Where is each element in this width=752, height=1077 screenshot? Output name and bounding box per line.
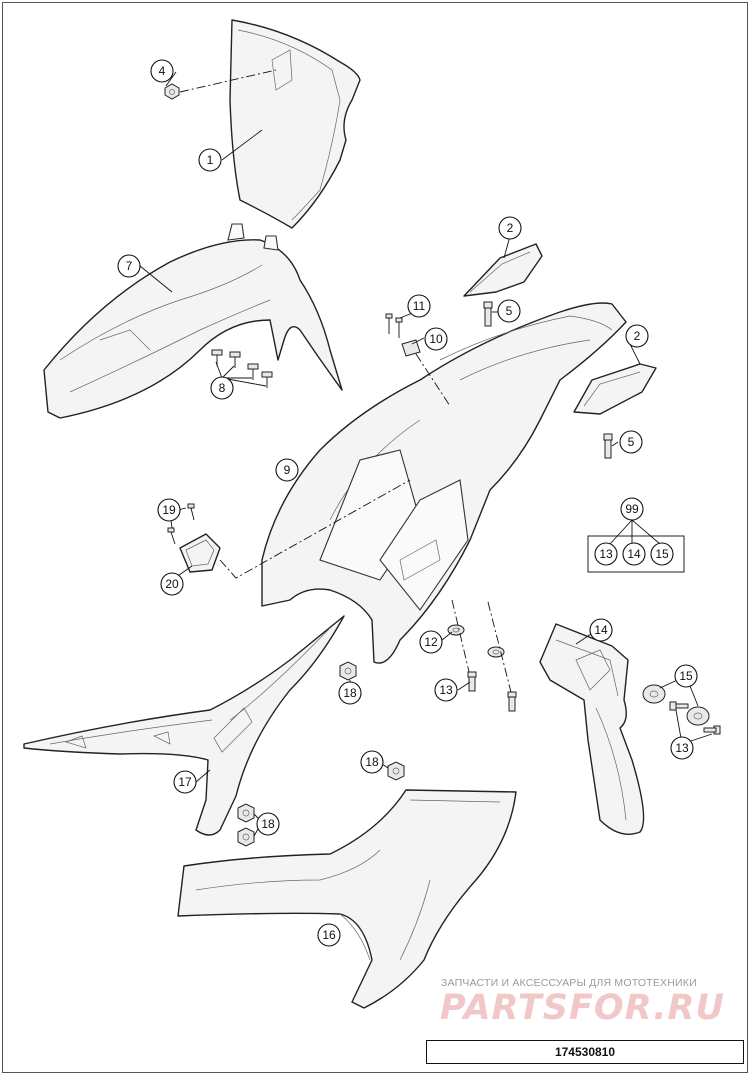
svg-text:18: 18 <box>365 755 379 769</box>
svg-text:13: 13 <box>439 683 453 697</box>
svg-text:8: 8 <box>219 381 226 395</box>
svg-text:14: 14 <box>627 547 641 561</box>
side-cover-clip-part-right[interactable] <box>573 363 657 415</box>
nut-part-4[interactable] <box>164 83 180 100</box>
callout-15-kit: 15 <box>650 542 674 566</box>
callout-9: 9 <box>275 458 299 482</box>
watermark-caption: ЗАПЧАСТИ И АКСЕССУАРЫ ДЛЯ МОТОТЕХНИКИ <box>441 977 697 989</box>
callout-11: 11 <box>407 294 431 318</box>
svg-text:9: 9 <box>284 463 291 477</box>
screws-part-13-right[interactable] <box>669 701 721 735</box>
nut-part-18-a[interactable] <box>339 661 357 681</box>
callout-2-right: 2 <box>625 324 649 348</box>
svg-text:12: 12 <box>424 635 438 649</box>
callout-13-right: 13 <box>670 736 694 760</box>
svg-text:13: 13 <box>599 547 613 561</box>
diagram-reference-number: 174530810 <box>426 1040 744 1064</box>
bolt-part-11[interactable] <box>385 313 403 338</box>
callout-13-center: 13 <box>434 678 458 702</box>
side-cover-clip-part-upper[interactable] <box>463 243 543 297</box>
rear-fender-part[interactable] <box>261 302 627 664</box>
leader-line <box>487 601 513 697</box>
svg-text:16: 16 <box>322 928 336 942</box>
svg-text:2: 2 <box>507 221 514 235</box>
callout-17: 17 <box>173 770 197 794</box>
screw-part-5-upper[interactable] <box>483 301 493 327</box>
callout-14: 14 <box>589 618 613 642</box>
air-box-cover-part[interactable] <box>539 623 645 835</box>
bracket-part-10[interactable] <box>401 339 421 357</box>
svg-text:11: 11 <box>413 299 426 313</box>
svg-text:5: 5 <box>506 304 513 318</box>
callout-19: 19 <box>157 498 181 522</box>
svg-text:5: 5 <box>628 435 635 449</box>
callout-18-b: 18 <box>360 750 384 774</box>
reflector-part-20[interactable] <box>179 533 221 573</box>
callout-20: 20 <box>160 572 184 596</box>
svg-text:20: 20 <box>165 577 179 591</box>
svg-text:19: 19 <box>162 503 176 517</box>
svg-text:1: 1 <box>207 153 214 167</box>
leader-line <box>415 353 451 407</box>
side-panel-part-17[interactable] <box>23 615 345 836</box>
callout-5-right: 5 <box>619 430 643 454</box>
nut-part-18-c[interactable] <box>387 761 405 781</box>
front-fender-part[interactable] <box>43 223 343 419</box>
callout-5-upper: 5 <box>497 299 521 323</box>
kit-box <box>587 535 685 573</box>
svg-text:15: 15 <box>655 547 669 561</box>
callout-10: 10 <box>424 327 448 351</box>
callout-13-kit: 13 <box>594 542 618 566</box>
callout-14-kit: 14 <box>622 542 646 566</box>
callout-7: 7 <box>117 254 141 278</box>
grommets-part-15[interactable] <box>642 684 710 726</box>
svg-text:99: 99 <box>625 502 639 516</box>
screw-part-19[interactable] <box>167 503 195 545</box>
svg-text:7: 7 <box>126 259 133 273</box>
screw-part-13-center[interactable] <box>467 671 517 712</box>
leader-line <box>451 599 471 677</box>
leader-line <box>609 519 661 545</box>
callout-18-a: 18 <box>338 681 362 705</box>
svg-text:13: 13 <box>675 741 689 755</box>
callout-8: 8 <box>210 376 234 400</box>
callout-4: 4 <box>150 59 174 83</box>
number-plate-part[interactable] <box>229 19 361 229</box>
leader-line <box>219 479 411 579</box>
callout-1: 1 <box>198 148 222 172</box>
callout-18-c: 18 <box>256 812 280 836</box>
callout-16: 16 <box>317 923 341 947</box>
reference-number-text: 174530810 <box>554 1045 616 1059</box>
svg-text:15: 15 <box>679 669 693 683</box>
callout-15: 15 <box>674 664 698 688</box>
watermark-logo: PARTSFOR.RU <box>440 988 725 1028</box>
washer-part-12[interactable] <box>447 624 505 658</box>
callout-12: 12 <box>419 630 443 654</box>
callout-99: 99 <box>620 497 644 521</box>
svg-text:14: 14 <box>594 623 608 637</box>
svg-text:18: 18 <box>261 817 275 831</box>
svg-text:18: 18 <box>343 686 357 700</box>
screw-part-5-right[interactable] <box>603 433 613 459</box>
callout-2-upper: 2 <box>498 216 522 240</box>
svg-text:4: 4 <box>159 64 166 78</box>
nut-part-18-b[interactable] <box>237 803 255 847</box>
svg-text:17: 17 <box>178 775 192 789</box>
svg-text:10: 10 <box>429 332 443 346</box>
svg-text:2: 2 <box>634 329 641 343</box>
side-panel-part-16[interactable] <box>177 789 517 1009</box>
